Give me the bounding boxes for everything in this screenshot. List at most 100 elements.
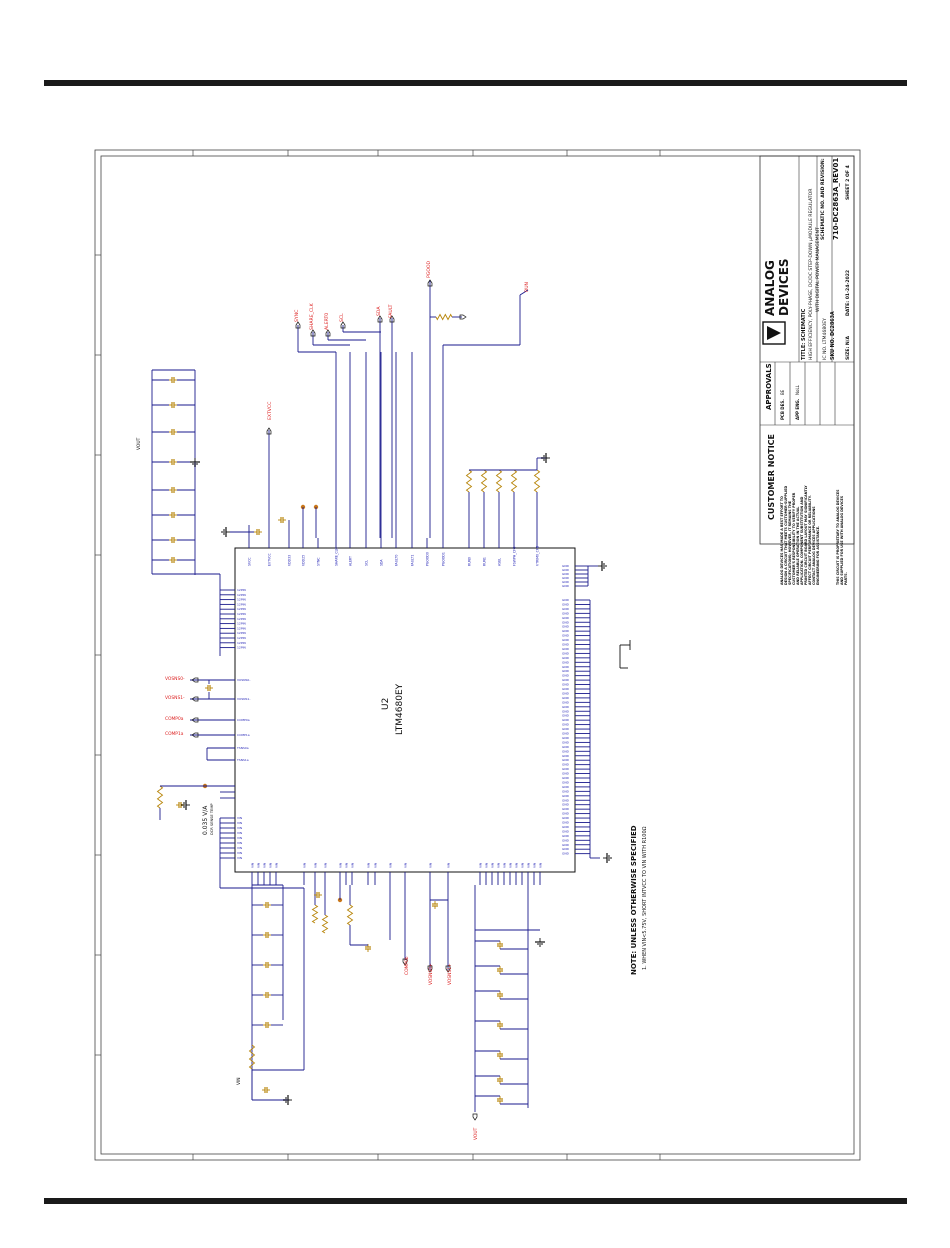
ic-pin-label: VIN <box>268 863 272 868</box>
resistor-cfg <box>533 469 541 493</box>
net-flag-shape <box>459 314 467 320</box>
net-flag-shape <box>472 1113 478 1121</box>
ic-pin-label: VIN <box>490 863 494 868</box>
ic-pin-label: GND <box>562 683 570 687</box>
ic-pin-label: GND <box>562 669 570 673</box>
current-sense-sub: DCR SENSE TEMP <box>210 803 214 835</box>
ic-pin-label: GND <box>562 789 570 793</box>
net-flag-icon <box>427 279 433 287</box>
net-flag-icon <box>310 329 316 337</box>
ic-pin-label: RUN0 <box>468 557 472 566</box>
ic-pin-label: 12PIN <box>237 602 246 606</box>
ic-pin-label: GND <box>562 660 570 664</box>
ic-pin-label: ALERT <box>349 556 353 566</box>
net-flag-shape <box>310 329 316 337</box>
bottom-rule <box>44 1198 907 1204</box>
resistor-cfg <box>495 469 503 493</box>
net-flag-icon <box>266 427 272 435</box>
net-flag-icon <box>340 321 346 329</box>
ic-pin-label: VIN <box>502 863 506 868</box>
title-line1: HIGH EFFICIENCY, POLY-PHASE, DC/DC STEP-… <box>808 188 814 360</box>
net-flag-shape <box>427 965 433 973</box>
ic-pin-label: VOSNS1- <box>237 697 250 701</box>
ic-pin-label: 12PIN <box>237 588 246 592</box>
ic-pin-label: GND <box>562 829 570 833</box>
ic-pin-label: COMP0a <box>237 718 250 722</box>
ic-pin-label: VIN <box>366 863 370 868</box>
ic-pin-label: GND <box>562 838 570 842</box>
net-sync: SYNC <box>294 310 300 322</box>
ic-pin-label: GND <box>562 691 570 695</box>
title-label: TITLE: SCHEMATIC <box>801 308 807 360</box>
net-run: RUN <box>524 282 530 292</box>
net-labels: SYNC SHARE_CLK ALERT0 SCL SDA FAULT PGOO… <box>136 260 530 1140</box>
net-flag-shape <box>191 732 199 738</box>
ground-icon <box>603 853 612 863</box>
ground-icon <box>283 1095 292 1105</box>
ic-pin-label: 12PIN <box>237 622 246 626</box>
ic-pin-label: FAULT0 <box>395 555 399 566</box>
net-vosns0p-bottom: VOSNS0+ <box>428 963 434 985</box>
ic-pin-label: VIN <box>237 816 242 820</box>
net-flag-shape <box>191 696 199 702</box>
ic-pin-label: GND <box>562 647 570 651</box>
ic-pin-label: GND <box>562 727 570 731</box>
ic-pin-label: VIN <box>403 863 407 868</box>
net-vosns0-left: VOSNS0- <box>165 676 185 682</box>
ic-pin-label: VIN <box>484 863 488 868</box>
net-scl: SCL <box>339 313 345 322</box>
ic-pin-label: GND <box>562 651 570 655</box>
resistor-r-vin <box>248 1044 256 1070</box>
ic-pin-label: GND <box>562 732 570 736</box>
ic-pin-label: VIN <box>256 863 260 868</box>
resistor-cfg <box>465 469 473 493</box>
ic-pin-label: GND <box>562 643 570 647</box>
sheet-border-outer <box>94 149 861 1161</box>
ic-pin-label: EXTVCC <box>268 553 272 566</box>
ic-pin-label: VDD33 <box>288 555 292 566</box>
wiring <box>95 150 661 1160</box>
net-fault: FAULT <box>388 304 394 318</box>
ic-pin-label: GND <box>562 803 570 807</box>
ic-u2-body <box>234 547 576 873</box>
ic-pin-label: VIN <box>388 863 392 868</box>
ic-pin-label: GND <box>562 705 570 709</box>
ground-icon <box>535 938 545 947</box>
ic-pin-label: 12PIN <box>237 646 246 650</box>
ic-pin-label: VIN <box>344 863 348 868</box>
approvals-app: APP ENG. <box>795 398 800 420</box>
approvals-title: APPROVALS <box>765 363 773 410</box>
ic-pin-label: GND <box>562 568 570 572</box>
net-pgood: PGOOD <box>426 260 432 278</box>
ic-pin-label: GND <box>562 572 570 576</box>
net-flag-shape <box>402 958 408 966</box>
customer-notice-body: ANALOG DEVICES HAS MADE A BEST EFFORT TO… <box>780 485 820 585</box>
ic-pin-label: 12PIN <box>237 593 246 597</box>
ic-pin-label: GND <box>562 825 570 829</box>
ic-pin-label: 12PIN <box>237 641 246 645</box>
ic-pin-label: GND <box>562 634 570 638</box>
ic-pin-label: GND <box>562 767 570 771</box>
net-comp1a-left: COMP1a <box>165 731 184 737</box>
ic-pin-label: SVCC <box>248 557 252 566</box>
sku-no: SKU NO. DC2863A <box>830 311 836 360</box>
ic-pin-label: VIN <box>237 831 242 835</box>
customer-notice-title: CUSTOMER NOTICE <box>767 434 776 520</box>
net-flag-icon <box>295 321 301 329</box>
current-sense-note: 0.035 V/A <box>202 805 209 835</box>
net-flag-icon <box>377 315 383 323</box>
ic-pin-label: GND <box>562 812 570 816</box>
net-flag-shape <box>191 677 199 683</box>
ic-pin-label: VIN <box>237 851 242 855</box>
net-flag-shape <box>266 427 272 435</box>
approvals-pcb-val: BE <box>780 389 785 395</box>
ic-pin-label: GND <box>562 758 570 762</box>
ic-pin-label: GND <box>562 776 570 780</box>
ic-pin-label: GND <box>562 816 570 820</box>
net-flag-icon <box>427 965 433 973</box>
ic-pin-label: SCL <box>365 560 369 566</box>
ic-pin-label: COMP1a <box>237 733 250 737</box>
ic-pin-label: GND <box>562 745 570 749</box>
ic-pin-label: TSNS0a <box>236 746 249 750</box>
